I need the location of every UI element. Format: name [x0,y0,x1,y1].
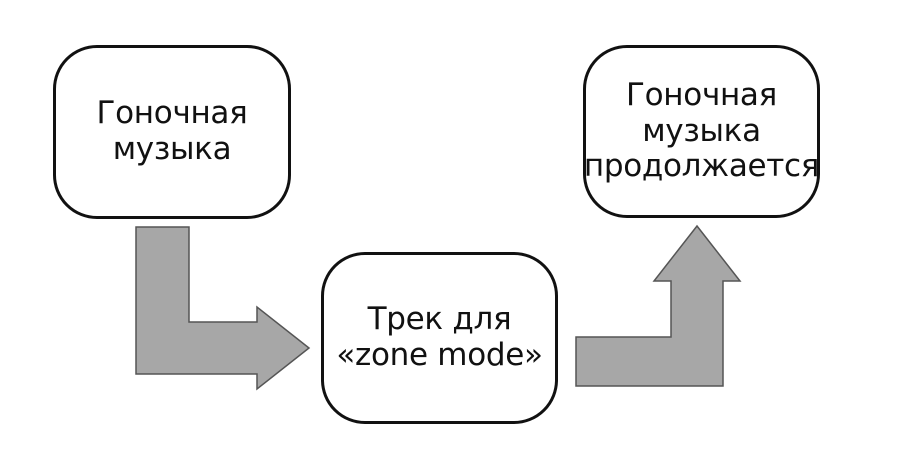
node-racing-music-continues: Гоночная музыка продолжается [583,45,820,218]
node-racing-music-continues-label: Гоночная музыка продолжается [583,76,820,185]
node-racing-music: Гоночная музыка [53,45,291,219]
node-racing-music-label: Гоночная музыка [96,95,248,167]
arrow-start-to-zone-shape [135,226,311,391]
node-zone-mode-track: Трек для «zone mode» [321,252,558,424]
arrow-zone-to-end-shape [575,224,742,387]
node-zone-mode-track-label: Трек для «zone mode» [336,301,543,373]
